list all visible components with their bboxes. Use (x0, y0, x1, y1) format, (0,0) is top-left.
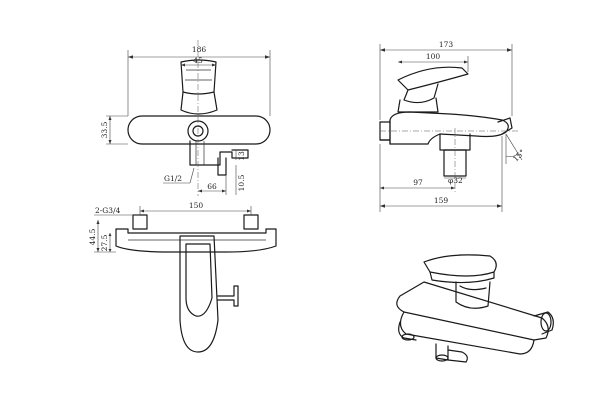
front-stub-lines (195, 141, 205, 165)
dim-44-5-label: 44.5 (88, 228, 97, 245)
dim-186-label: 186 (192, 45, 207, 54)
front-view: 186 45 33.5 13 G1/2 66 10.5 (100, 40, 271, 196)
isometric-view (396, 254, 554, 363)
iso-diverter-base (435, 354, 449, 362)
dim-angle-line-a (505, 133, 523, 161)
dim-angle-arc (505, 153, 519, 157)
dim-angle-label: 15° (511, 147, 527, 163)
dim-45-arrows (181, 63, 216, 67)
side-handle-base (403, 83, 439, 104)
front-outlet-stub (189, 140, 249, 166)
bottom-body (115, 228, 277, 253)
dim-33-5-label: 33.5 (100, 121, 109, 138)
dim-27-5-label: 27.5 (100, 234, 109, 251)
bottom-diverter-pin (217, 285, 239, 307)
front-handle-lines (185, 69, 212, 81)
bottom-lever-inner (185, 243, 213, 317)
dim-13-label: 13 (237, 151, 246, 161)
dim-g34-label: 2-G3/4 (95, 206, 121, 215)
iso-diverter-knob (447, 349, 468, 363)
iso-main-body (396, 281, 549, 341)
dim-173-label: 173 (439, 40, 454, 49)
dim-159-label: 159 (434, 196, 449, 205)
iso-handle-edge (429, 271, 495, 284)
dim-66-label: 66 (207, 182, 217, 191)
dim-97-label: 97 (413, 178, 423, 187)
iso-cartridge (455, 281, 491, 309)
side-body (379, 111, 509, 145)
dim-phi32-label: φ32 (448, 176, 463, 185)
iso-handle-top (423, 254, 497, 277)
dim-45-label: 45 (193, 56, 203, 65)
g12-label: G1/2 (164, 174, 182, 183)
iso-inlet-right (533, 311, 554, 335)
iso-spout (398, 321, 417, 341)
iso-body-lower (399, 311, 535, 355)
bottom-nut-left (132, 214, 148, 230)
g12-leader-tip (189, 167, 195, 184)
dim-44-5-arrows (96, 220, 100, 252)
side-inlet (379, 119, 391, 145)
side-handle-lever (397, 66, 469, 91)
dim-150-label: 150 (189, 201, 204, 210)
bottom-view: 2-G3/4 150 44.5 27.5 (88, 201, 277, 353)
front-body (127, 115, 271, 145)
iso-spout-outlet (401, 333, 415, 341)
iso-diverter-stem (435, 343, 449, 361)
front-neck (180, 91, 218, 115)
front-outlet-pipe (217, 157, 227, 176)
bottom-nut-right (243, 214, 259, 230)
bottom-lever-outer (179, 235, 219, 353)
iso-inlet-face (540, 312, 552, 332)
iso-cartridge-line (459, 285, 487, 291)
dim-100-label: 100 (426, 52, 441, 61)
dim-10-5-label: 10.5 (237, 174, 246, 191)
side-view: 173 100 15° 97 φ32 159 (379, 40, 527, 212)
side-spout-tip (497, 117, 513, 135)
